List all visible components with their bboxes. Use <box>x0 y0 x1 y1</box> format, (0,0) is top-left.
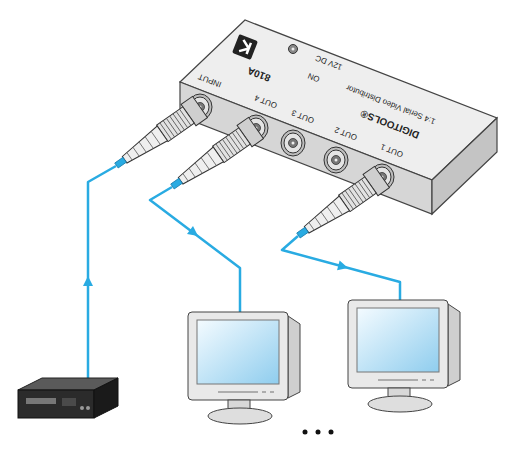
distributor-housing <box>432 118 497 214</box>
video-source <box>26 398 56 404</box>
bnc-socket <box>281 130 305 156</box>
video-source <box>86 406 90 410</box>
video-source <box>18 378 118 418</box>
video-source <box>80 406 84 410</box>
signal-arrow <box>83 226 349 286</box>
power-jack <box>289 45 298 54</box>
video-source <box>18 390 94 418</box>
ellipsis-dots <box>316 430 321 435</box>
bnc-plug <box>165 117 263 197</box>
signal-arrow <box>83 276 93 286</box>
ellipsis-dots <box>303 430 334 435</box>
bnc-plug <box>109 96 207 176</box>
brand-logo <box>232 34 258 60</box>
monitor <box>188 312 300 424</box>
video-cable <box>150 187 240 312</box>
signal-arrow <box>337 261 349 273</box>
bnc-plug <box>109 96 389 246</box>
brand-logo <box>239 40 251 54</box>
bnc-plug <box>291 166 389 246</box>
brand-logo <box>232 34 258 60</box>
power-jack <box>292 48 295 51</box>
monitor <box>348 300 460 412</box>
ellipsis-dots <box>329 430 334 435</box>
bnc-socket <box>324 147 348 173</box>
monitor <box>188 300 460 424</box>
video-cable <box>282 236 400 300</box>
signal-arrow <box>187 226 201 240</box>
ellipsis-dots <box>303 430 308 435</box>
video-source <box>94 378 118 418</box>
distributor-housing <box>180 20 497 214</box>
power-jack <box>289 45 298 54</box>
video-source <box>62 398 76 406</box>
video-cable <box>88 166 116 384</box>
